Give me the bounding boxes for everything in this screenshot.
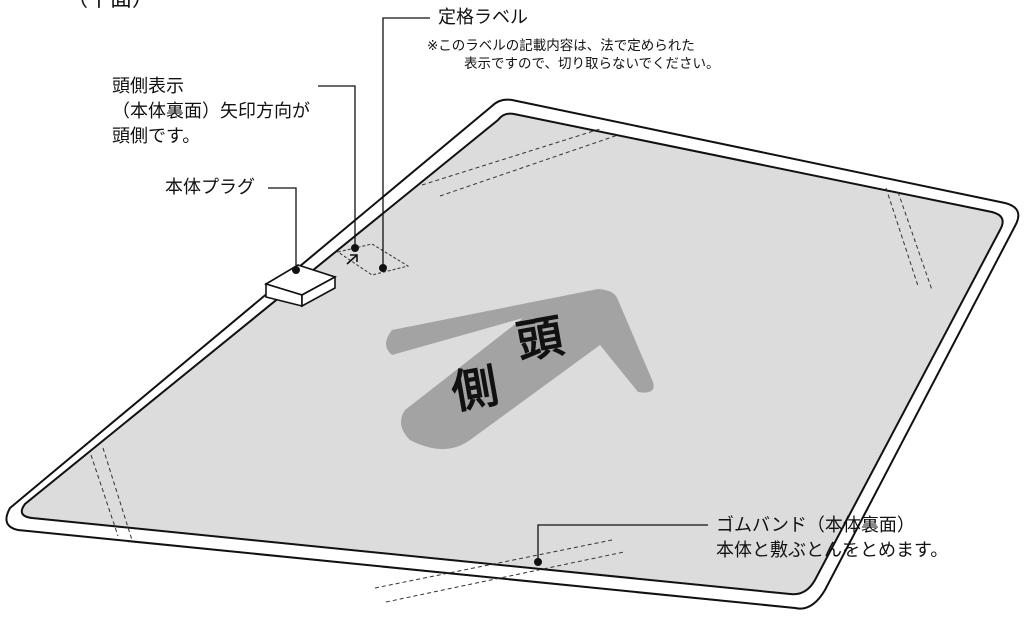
head-mark-small-arrow (346, 254, 358, 265)
rubber-band-line-2: 本体と敷ぶとんをとめます。 (716, 540, 949, 561)
head-direction-arrow (386, 289, 654, 449)
leader-rating-label (382, 17, 430, 268)
leader-head-side-mark (318, 85, 356, 248)
head-side-mark-line-3: 頭側です。 (112, 126, 201, 147)
rating-label-note-line-1: ※このラベルの記載内容は、法で定められた (427, 38, 695, 54)
rubber-band-corner-top (421, 128, 619, 197)
rubber-band-corner-bottom (374, 539, 625, 603)
leader-main-plug (268, 187, 297, 270)
leader-dot-rubber-band (534, 558, 542, 566)
rating-label-note-line-2: 表示ですので、切り取らないでください。 (464, 56, 720, 72)
arrow-text-side: 側 (447, 358, 503, 419)
head-side-mark-line-2: （本体裏面）矢印方向が (112, 101, 310, 122)
plug-box (264, 264, 338, 308)
head-side-mark-label: 頭側表示 （本体裏面）矢印方向が 頭側です。 (112, 74, 310, 149)
leader-dot-main-plug (292, 266, 300, 274)
rubber-band-corner-left (90, 447, 133, 541)
rubber-band-label: ゴムバンド（本体裏面） 本体と敷ぶとんをとめます。 (716, 513, 948, 563)
leader-dot-head-side-mark (351, 244, 359, 252)
rating-label-title: 定格ラベル (438, 7, 528, 28)
view-heading: （平面） (66, 0, 154, 13)
rubber-band-corner-right (885, 187, 933, 291)
leader-dot-rating-label (379, 264, 387, 272)
head-side-mark-line-1: 頭側表示 (112, 76, 184, 97)
rating-label-note: ※このラベルの記載内容は、法で定められた 表示ですので、切り取らないでください。 (427, 37, 720, 73)
arrow-text-head: 頭 (512, 308, 568, 369)
rubber-band-line-1: ゴムバンド（本体裏面） (716, 515, 915, 536)
rating-label-outline (336, 243, 410, 276)
leader-rubber-band (537, 524, 708, 562)
main-plug-label: 本体プラグ (165, 177, 255, 198)
